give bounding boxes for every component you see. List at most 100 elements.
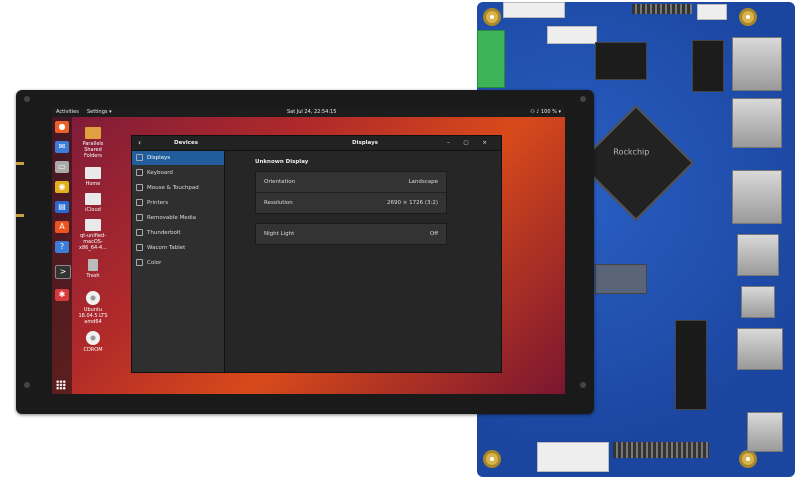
thunderbird-icon[interactable]: ✉ — [55, 141, 69, 153]
tablet-icon — [136, 244, 143, 251]
battery-percent: 100 % — [541, 109, 557, 115]
firefox-icon[interactable]: ● — [55, 121, 69, 133]
connector-white — [503, 2, 565, 18]
sidebar-item-removable-media[interactable]: Removable Media — [132, 211, 224, 225]
panel-title: Displays — [352, 140, 378, 146]
system-menu[interactable]: ⚇ ♪ 100 % ▾ — [530, 107, 561, 117]
thunderbolt-icon — [136, 229, 143, 236]
orientation-row[interactable]: Orientation Landscape — [256, 172, 446, 193]
desktop-icon-label: CDROM — [83, 347, 103, 353]
sidebar-item-label: Thunderbolt — [147, 230, 181, 236]
show-applications-icon[interactable] — [56, 380, 66, 390]
volume-icon: ♪ — [536, 109, 540, 115]
files-icon[interactable]: ▭ — [55, 161, 69, 173]
sidebar-item-label: Wacom Tablet — [147, 245, 186, 251]
disc-icon — [86, 291, 100, 305]
back-arrow-icon[interactable]: ‹ — [138, 138, 142, 147]
display-settings-list: Orientation Landscape Resolution 2690 × … — [255, 171, 447, 214]
settings-app-menu[interactable]: Settings ▾ — [87, 109, 112, 115]
folder-icon — [85, 193, 101, 205]
row-label: Resolution — [264, 200, 293, 206]
mounting-hole — [483, 8, 501, 26]
bezel-screw — [580, 382, 586, 388]
settings-gear-icon[interactable]: ✱ — [55, 289, 69, 301]
desktop-icon[interactable]: Parallels Shared Folders — [76, 127, 110, 159]
sidebar-item-wacom[interactable]: Wacom Tablet — [132, 241, 224, 255]
port — [737, 328, 783, 370]
keyboard-icon — [136, 169, 143, 176]
help-icon[interactable]: ? — [55, 241, 69, 253]
sidebar-item-label: Displays — [147, 155, 171, 161]
mounting-hole — [739, 8, 757, 26]
clock[interactable]: Sat Jul 24, 22:54:15 — [287, 109, 337, 115]
mouse-icon — [136, 184, 143, 191]
display-name: Unknown Display — [255, 159, 309, 165]
hdmi-port — [737, 234, 779, 276]
desktop-icon[interactable]: Home — [76, 167, 110, 187]
chip — [692, 40, 724, 92]
connector-white — [537, 442, 609, 472]
network-icon: ⚇ — [530, 109, 535, 115]
trash-icon — [88, 259, 98, 271]
displays-panel: Unknown Display Orientation Landscape Re… — [225, 151, 501, 372]
row-label: Night Light — [264, 231, 295, 237]
screen: Activities Settings ▾ Sat Jul 24, 22:54:… — [52, 107, 565, 394]
file-icon — [85, 219, 101, 231]
desktop-icon[interactable]: Ubuntu 18.04.5 LTS amd64 — [76, 291, 110, 325]
soc-chip: Rockchip — [578, 105, 694, 221]
sidebar-item-keyboard[interactable]: Keyboard — [132, 166, 224, 180]
desktop-icon-label: Trash — [86, 273, 100, 279]
antenna-connector — [16, 160, 30, 170]
desktop-icon[interactable]: CDROM — [76, 331, 110, 353]
memory-chip — [595, 42, 647, 80]
terminal-icon[interactable]: > — [55, 265, 71, 279]
home-folder-icon — [85, 167, 101, 179]
desktop-icon[interactable]: iCloud — [76, 193, 110, 213]
activities-button[interactable]: Activities — [56, 109, 79, 115]
sidebar-item-label: Removable Media — [147, 215, 196, 221]
sidebar-item-color[interactable]: Color — [132, 256, 224, 270]
resolution-row[interactable]: Resolution 2690 × 1726 (3:2) — [256, 193, 446, 213]
desktop-icon-label: qt-unified-macOS-x86_64-4... — [79, 233, 107, 251]
printer-icon — [136, 199, 143, 206]
top-bar: Activities Settings ▾ Sat Jul 24, 22:54:… — [52, 107, 565, 117]
sidebar-item-mouse[interactable]: Mouse & Touchpad — [132, 181, 224, 195]
window-controls[interactable]: – ▢ × — [446, 140, 493, 146]
desktop-icon-label: iCloud — [85, 207, 101, 213]
rhythmbox-icon[interactable]: ◉ — [55, 181, 69, 193]
row-label: Orientation — [264, 179, 296, 185]
pin-header — [613, 442, 709, 458]
bezel-screw — [24, 382, 30, 388]
usb-port — [732, 170, 782, 224]
desktop-icon-label: Ubuntu 18.04.5 LTS amd64 — [78, 307, 108, 325]
sidebar-item-label: Mouse & Touchpad — [147, 185, 199, 191]
sidebar-item-printers[interactable]: Printers — [132, 196, 224, 210]
sidebar-item-thunderbolt[interactable]: Thunderbolt — [132, 226, 224, 240]
sidebar-item-displays[interactable]: Displays — [132, 151, 224, 165]
desktop-icon-label: Home — [85, 181, 101, 187]
green-terminal-block — [477, 30, 505, 88]
mounting-hole — [483, 450, 501, 468]
orientation-value: Landscape — [408, 179, 438, 185]
antenna-connector — [16, 212, 30, 222]
writer-icon[interactable]: ▤ — [55, 201, 69, 213]
night-light-row[interactable]: Night Light Off — [256, 224, 446, 244]
monitor: Activities Settings ▾ Sat Jul 24, 22:54:… — [16, 90, 594, 414]
bezel-screw — [24, 96, 30, 102]
settings-sidebar: Displays Keyboard Mouse & Touchpad Print… — [132, 151, 225, 372]
desktop-icon[interactable]: qt-unified-macOS-x86_64-4... — [76, 219, 110, 251]
media-icon — [136, 214, 143, 221]
display-icon — [136, 154, 143, 161]
bezel-screw — [580, 96, 586, 102]
audio-jack — [747, 412, 783, 452]
sidebar-title: Devices — [174, 140, 199, 146]
night-light-value: Off — [429, 231, 438, 237]
connector-white — [697, 4, 727, 20]
usb-port — [732, 98, 782, 148]
desktop-icon[interactable]: Trash — [76, 259, 110, 279]
window-header: ‹ Devices Displays – ▢ × — [132, 136, 501, 151]
night-light-list: Night Light Off — [255, 223, 447, 245]
software-icon[interactable]: A — [55, 221, 69, 233]
settings-window: ‹ Devices Displays – ▢ × Displays Keyboa… — [131, 135, 502, 373]
sidebar-item-label: Keyboard — [147, 170, 173, 176]
